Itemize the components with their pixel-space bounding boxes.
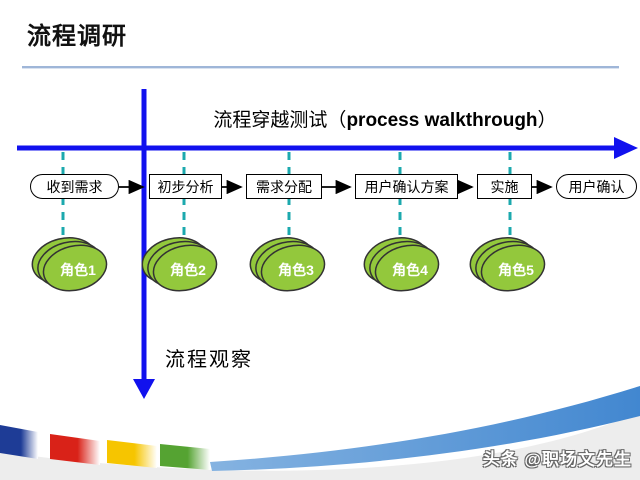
role-stack-2: 角色2	[141, 237, 218, 292]
role-label: 角色5	[498, 262, 534, 278]
flow-step-initial-analysis: 初步分析	[149, 174, 222, 199]
title-separator-line	[22, 66, 619, 69]
role-stack-4: 角色4	[363, 237, 440, 292]
flow-step-user-confirm-plan: 用户确认方案	[355, 174, 458, 199]
footer-bar-navy	[0, 425, 38, 459]
role-stacks: 角色1 角色2 角色3 角色4	[31, 237, 546, 292]
vertical-axis-arrowhead-icon	[133, 379, 155, 399]
watermark: 头条 @职场文先生	[482, 450, 632, 469]
role-stack-3: 角色3	[249, 237, 326, 292]
role-label: 角色4	[392, 262, 428, 278]
axes	[17, 89, 638, 399]
role-label: 角色1	[60, 262, 96, 278]
footer-bar-red	[50, 434, 100, 465]
role-label: 角色2	[170, 262, 206, 278]
flow-step-receive-request: 收到需求	[30, 174, 119, 199]
flow-step-implementation: 实施	[477, 174, 532, 199]
horizontal-axis-label-zh: 流程穿越测试（	[213, 110, 347, 131]
horizontal-axis-label: 流程穿越测试（process walkthrough）	[160, 105, 610, 132]
footer-swoosh-band	[210, 386, 640, 471]
horizontal-axis-label-en: process walkthrough	[346, 110, 538, 131]
role-label: 角色3	[278, 262, 314, 278]
page-title: 流程调研	[27, 23, 127, 50]
footer-decoration	[0, 386, 640, 480]
footer-bar-yellow	[107, 440, 157, 468]
role-stack-1: 角色1	[31, 237, 108, 292]
flow-step-user-confirmation: 用户确认	[556, 174, 637, 199]
role-stack-5: 角色5	[469, 237, 546, 292]
horizontal-axis-arrowhead-icon	[614, 137, 638, 159]
vertical-axis-label: 流程观察	[165, 349, 253, 371]
footer-gray-region	[0, 412, 640, 480]
flow-step-demand-allocation: 需求分配	[246, 174, 322, 199]
horizontal-axis-label-close: ）	[537, 110, 557, 131]
footer-bar-green	[160, 444, 210, 470]
